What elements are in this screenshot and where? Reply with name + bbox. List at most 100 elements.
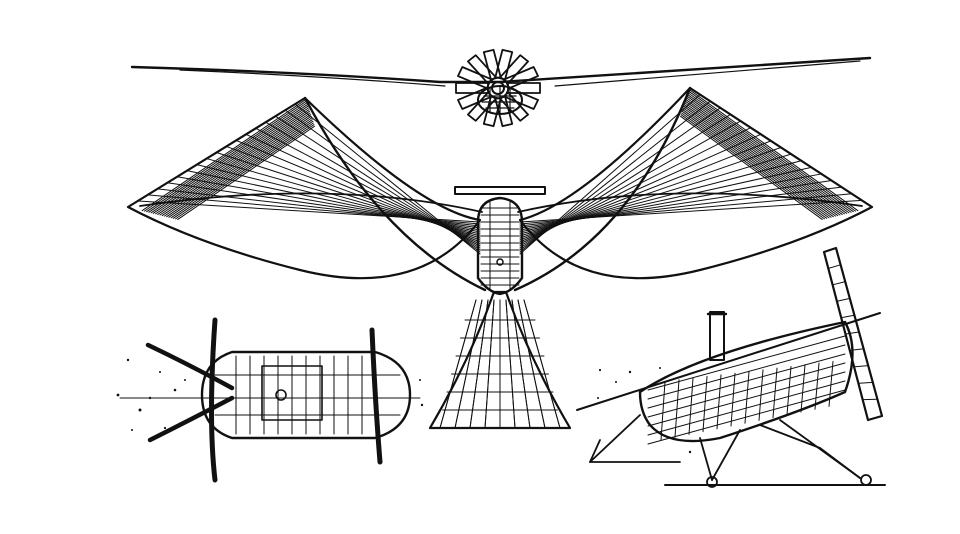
wing-rib [681, 110, 830, 219]
wing-rib [680, 114, 825, 220]
hull-rib [758, 369, 764, 421]
dust-speck [126, 358, 130, 362]
prop-rib [841, 314, 855, 319]
front-propeller-blade [482, 95, 502, 128]
tail-strut [469, 299, 489, 429]
wing-rib [685, 100, 843, 215]
front-propeller-blade [494, 48, 514, 81]
side-propeller-ribbing [827, 264, 878, 401]
front-propeller-blade [503, 66, 539, 90]
hull-plan-framing [214, 355, 401, 435]
wing-rib [683, 105, 837, 217]
wing-rib [170, 120, 314, 219]
front-propeller-blade [482, 48, 502, 81]
hull-plan-cabin [261, 365, 323, 421]
hull-stringer [647, 353, 846, 409]
dust-speck [597, 397, 599, 399]
dust-speck [688, 450, 692, 454]
dust-speck [659, 367, 661, 369]
hull-rib [688, 377, 694, 435]
front-propeller-blade [494, 95, 514, 128]
hull-rib [730, 372, 736, 427]
front-propeller-blade [455, 82, 489, 94]
prop-rib [858, 381, 874, 384]
tail-lattice [439, 299, 561, 429]
dust-speck [159, 371, 161, 373]
hull-rib [660, 381, 666, 441]
hull-rib [828, 360, 834, 407]
dust-speck [628, 370, 632, 374]
hull-rib [744, 371, 750, 424]
prop-rib [845, 331, 860, 335]
left-leading-spar [303, 96, 487, 292]
hull-rib [674, 379, 680, 438]
dust-speck [184, 379, 186, 381]
wing-rib [681, 112, 828, 219]
front-gondola-ribs [481, 85, 519, 115]
tail-outline [428, 290, 572, 430]
right-leading-spar [513, 86, 692, 292]
wing-rib [146, 102, 308, 213]
dust-speck [148, 396, 152, 400]
side-vertical-propeller [822, 246, 884, 422]
side-dust [597, 367, 692, 454]
hull-stringer [647, 389, 846, 445]
dust-speck [420, 403, 424, 407]
wing-rib [688, 90, 857, 212]
wing-rib [175, 124, 315, 220]
hull-rib [786, 365, 792, 416]
front-propeller-blade [503, 86, 539, 110]
wing-rib [685, 99, 845, 215]
wing-rib [519, 100, 711, 253]
side-boom [576, 312, 881, 411]
wing-rib [687, 92, 854, 213]
side-funnel [709, 311, 725, 361]
tail-strut [511, 299, 531, 429]
hull-prop-blade-1 [209, 317, 218, 483]
dust-speck [138, 408, 142, 412]
dust-speck [116, 393, 120, 397]
side-view [576, 246, 886, 488]
wing-rib [519, 107, 721, 251]
tail-strut [517, 299, 546, 429]
wing-rib [172, 122, 314, 219]
front-wing-spar-under [179, 60, 861, 87]
front-propeller-blade [499, 91, 529, 122]
hull-plan-dust [116, 358, 424, 431]
top-fuselage-porthole [496, 258, 504, 266]
wing-rib [284, 109, 481, 253]
top-fuselage [476, 196, 524, 296]
hull-plan-body [200, 350, 412, 440]
tail-strut [505, 299, 516, 429]
hull-prop-blade-3 [147, 395, 235, 443]
hull-plan-porthole [275, 389, 287, 401]
wing-rib [177, 125, 315, 220]
wing-rib [686, 97, 848, 214]
hull-stringer [647, 344, 846, 400]
wing-rib [161, 114, 312, 217]
wing-rib [683, 104, 839, 217]
wing-rib [152, 107, 309, 214]
wing-rib [686, 95, 850, 214]
wing-rib [148, 104, 308, 213]
dust-speck [163, 426, 167, 430]
wing-rib [682, 109, 832, 218]
wing-rib [294, 103, 481, 255]
wing-rib [519, 113, 731, 249]
hull-rib [800, 364, 806, 413]
dust-speck [419, 379, 421, 381]
hull-stringer [647, 335, 846, 391]
wing-rib [159, 112, 311, 216]
side-wheel-front [706, 476, 718, 488]
wing-rib [155, 109, 310, 215]
front-propeller-blade [467, 91, 497, 122]
hull-rib [716, 374, 722, 430]
cross-spar [139, 192, 863, 213]
hull-rib [702, 376, 708, 433]
wing-rib [150, 105, 309, 214]
tail-strut [454, 299, 483, 429]
top-view [126, 86, 874, 430]
dust-speck [598, 368, 602, 372]
hull-rib [772, 367, 778, 419]
